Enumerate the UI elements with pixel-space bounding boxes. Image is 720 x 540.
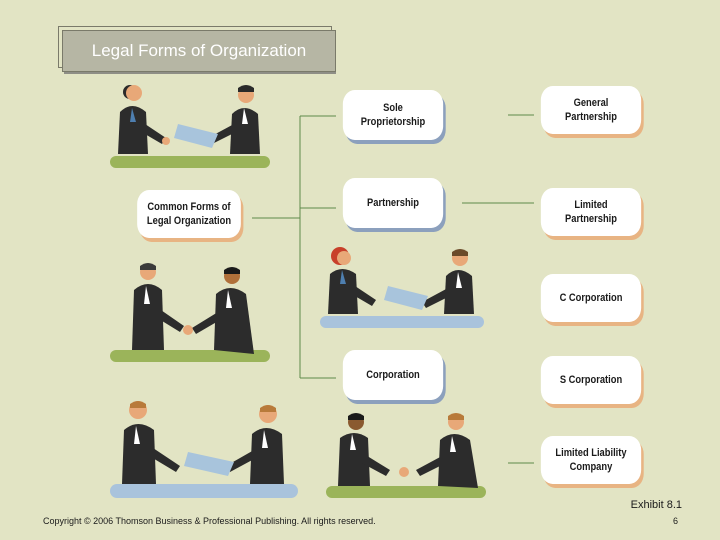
illustration-handshake-1 [110,263,270,362]
node-partnership: Partnership [342,178,444,228]
node-root: Common Forms of Legal Organization [137,190,241,238]
node-limited-label: Limited Partnership [565,199,617,225]
node-llc-label: Limited Liability Company [555,447,627,473]
exhibit-label: Exhibit 8.1 [630,499,682,511]
node-root-label: Common Forms of Legal Organization [146,201,232,227]
node-c-corporation: C Corporation [540,274,642,322]
illustration-corporation [110,401,298,498]
node-llc: Limited Liability Company [540,436,642,484]
node-general-partnership: General Partnership [540,86,642,134]
node-partnership-label: Partnership [367,197,419,209]
node-corporation: Corporation [342,350,444,400]
node-general-label: General Partnership [565,97,617,123]
node-s-corporation: S Corporation [540,356,642,404]
node-sole-label: Sole Proprietorship [360,102,426,128]
illustration-partnership [320,247,484,328]
illustration-sole-proprietorship [110,85,270,168]
node-corporation-label: Corporation [366,369,420,381]
page-number: 6 [672,516,678,526]
node-sole-proprietorship: Sole Proprietorship [342,90,444,140]
node-limited-partnership: Limited Partnership [540,188,642,236]
node-s-corp-label: S Corporation [559,374,623,386]
page-title: Legal Forms of Organization [62,30,336,72]
copyright-text: Copyright © 2006 Thomson Business & Prof… [43,516,376,526]
node-c-corp-label: C Corporation [559,292,623,304]
illustration-handshake-2 [326,413,486,498]
